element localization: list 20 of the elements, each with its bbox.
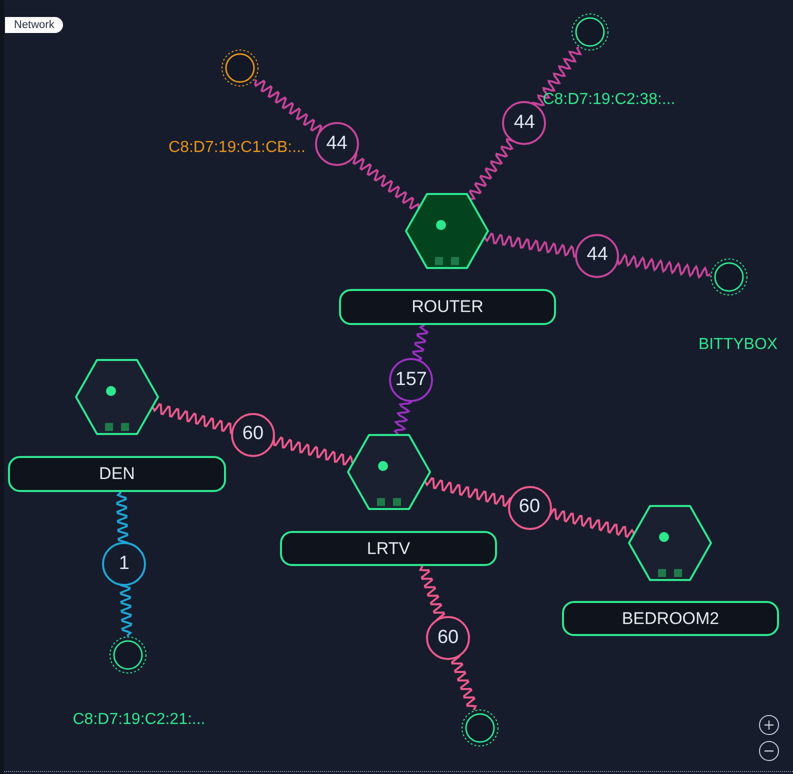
device-name-box: LRTV bbox=[280, 531, 497, 566]
edge-label: 60 bbox=[231, 412, 275, 456]
edge-label: 1 bbox=[102, 542, 146, 586]
device-address-label: C8:D7:19:C2:21:... bbox=[72, 710, 206, 730]
device-name-box: ROUTER bbox=[339, 289, 556, 325]
client-node-circle bbox=[710, 258, 748, 296]
edge-label: 157 bbox=[389, 358, 434, 402]
device-name-box: DEN bbox=[8, 456, 226, 492]
device-address-label: C8:D7:19:C1:CB:... bbox=[168, 138, 306, 158]
edge-label: 44 bbox=[314, 122, 359, 166]
client-node-circle bbox=[221, 49, 259, 87]
device-address-label: BITTYBOX bbox=[697, 335, 779, 355]
edge-label: 60 bbox=[508, 486, 552, 530]
client-node-circle bbox=[571, 13, 609, 51]
device-name-box: BEDROOM2 bbox=[562, 601, 779, 636]
tab-label: Network bbox=[5, 17, 64, 33]
client-node-circle bbox=[109, 636, 147, 674]
client-node-circle bbox=[461, 709, 499, 747]
edge-label: 44 bbox=[575, 234, 620, 278]
edge-label: 60 bbox=[426, 616, 470, 660]
